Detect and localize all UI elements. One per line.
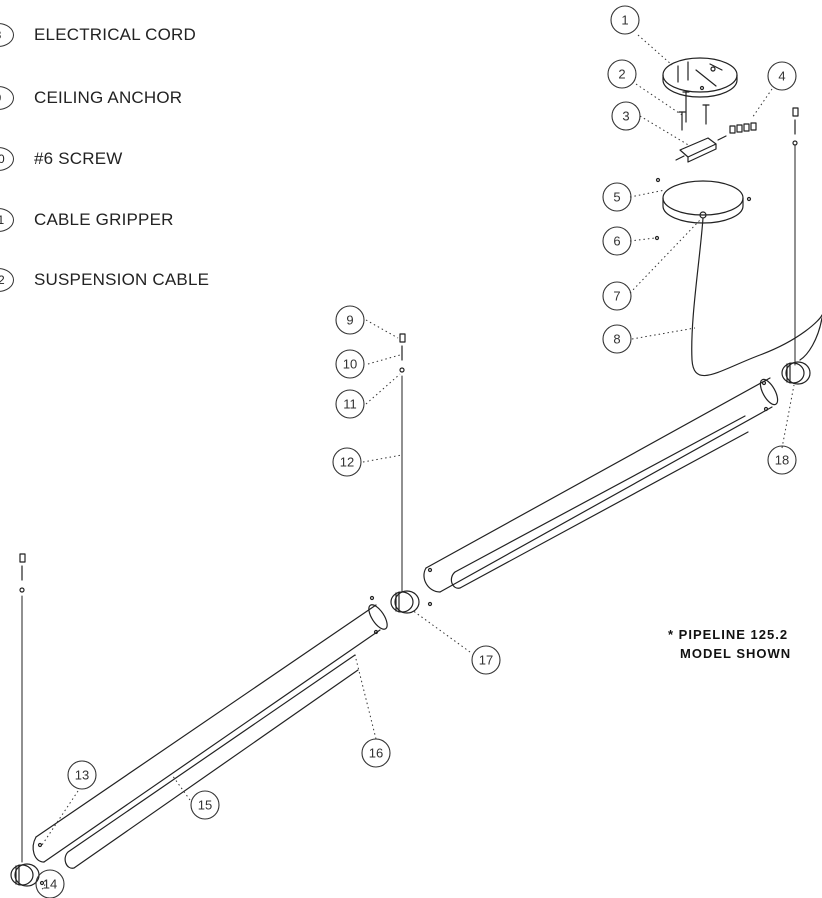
- callout-17: [471, 645, 501, 675]
- callout-14: [35, 869, 65, 898]
- callout-13: [67, 760, 97, 790]
- callout-2: [607, 59, 637, 89]
- legend-label: ELECTRICAL CORD: [34, 25, 197, 44]
- callout-label-4: 4: [778, 69, 785, 84]
- callout-16: [361, 738, 391, 768]
- left-tube: [32, 595, 388, 886]
- callout-10: [335, 349, 365, 379]
- model-note-line-2: MODEL SHOWN: [680, 646, 792, 661]
- middle-coupler: [390, 590, 420, 614]
- left-end-cap: [10, 863, 40, 887]
- callout-label-11: 11: [343, 397, 357, 412]
- callout-label-17: 17: [479, 653, 493, 668]
- callout-8: [602, 324, 632, 354]
- mounting-screws: [678, 91, 710, 131]
- callout-label-13: 13: [75, 768, 89, 783]
- legend-label: CEILING ANCHOR: [34, 88, 183, 107]
- model-note-line-1: * PIPELINE 125.2: [668, 627, 789, 642]
- legend-label: SUSPENSION CABLE: [34, 270, 210, 289]
- wire-nuts: [729, 122, 757, 134]
- wire-connector: [675, 135, 727, 163]
- electrical-cord: [691, 217, 822, 377]
- ceiling-plate: [662, 57, 738, 98]
- callout-label-7: 7: [613, 289, 620, 304]
- callout-4: [767, 61, 797, 91]
- callout-1: [610, 5, 640, 35]
- callout-18: [767, 445, 797, 475]
- callout-15: [190, 790, 220, 820]
- callout-12: [332, 447, 362, 477]
- middle-suspension-hardware: [399, 333, 406, 593]
- callout-label-10: 10: [343, 357, 357, 372]
- legend-label: CABLE GRIPPER: [34, 210, 174, 229]
- callout-label-9: 9: [346, 313, 353, 328]
- callout-label-15: 15: [198, 798, 212, 813]
- right-suspension-hardware: [792, 107, 799, 366]
- callout-label-6: 6: [613, 234, 620, 249]
- model-note: * PIPELINE 125.2 MODEL SHOWN: [668, 625, 791, 663]
- callout-11: [335, 389, 365, 419]
- left-suspension-hardware: [19, 553, 26, 863]
- callout-label-16: 16: [369, 746, 383, 761]
- callout-9: [335, 305, 365, 335]
- right-tube: [423, 377, 779, 607]
- callout-label-2: 2: [618, 67, 625, 82]
- callout-6: [602, 226, 632, 256]
- callout-label-3: 3: [622, 109, 629, 124]
- callout-5: [602, 182, 632, 212]
- callout-label-5: 5: [613, 190, 620, 205]
- callout-3: [611, 101, 641, 131]
- callout-label-14: 14: [43, 877, 57, 892]
- legend-label: #6 SCREW: [34, 149, 123, 168]
- callout-label-18: 18: [775, 453, 789, 468]
- right-end-cap: [781, 361, 811, 385]
- callout-7: [602, 281, 632, 311]
- canopy: [654, 177, 752, 241]
- callout-label-12: 12: [340, 455, 354, 470]
- callout-label-1: 1: [621, 13, 628, 28]
- callout-label-8: 8: [613, 332, 620, 347]
